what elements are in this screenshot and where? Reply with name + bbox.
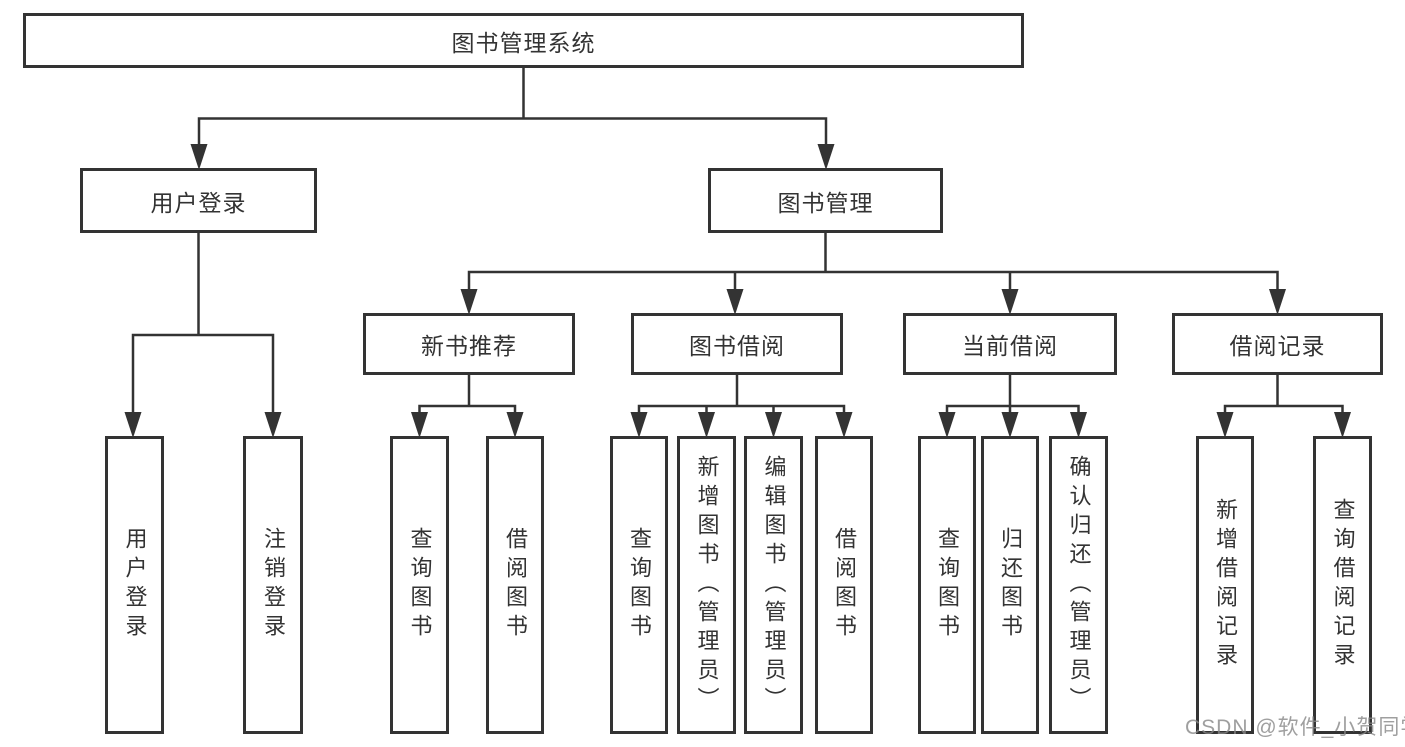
arrow-down-icon bbox=[124, 412, 142, 438]
node-label: 借阅图书 bbox=[832, 527, 857, 643]
node-add-books-admin: 新增图书（管理员） bbox=[677, 436, 736, 734]
arrow-down-icon bbox=[835, 412, 853, 438]
node-book-borrowing: 图书借阅 bbox=[631, 313, 843, 375]
node-label: 查询图书 bbox=[627, 527, 652, 643]
node-new-book-recommendation: 新书推荐 bbox=[363, 313, 575, 375]
node-query-books-borrowing: 查询图书 bbox=[610, 436, 668, 734]
node-label: 编辑图书（管理员） bbox=[761, 454, 787, 716]
arrow-down-icon bbox=[460, 289, 478, 315]
node-label: 借阅图书 bbox=[503, 527, 528, 643]
arrow-down-icon bbox=[1001, 412, 1019, 438]
arrow-down-icon bbox=[938, 412, 956, 438]
node-user-login: 用户登录 bbox=[80, 168, 317, 233]
node-label: 查询借阅记录 bbox=[1330, 498, 1356, 672]
node-label: 新书推荐 bbox=[421, 333, 517, 359]
node-return-books: 归还图书 bbox=[981, 436, 1039, 734]
node-borrowing-records: 借阅记录 bbox=[1172, 313, 1383, 375]
node-query-books-recommend: 查询图书 bbox=[390, 436, 449, 734]
arrow-down-icon bbox=[765, 412, 782, 438]
node-label: 归还图书 bbox=[998, 527, 1023, 643]
node-label: 借阅记录 bbox=[1229, 333, 1326, 359]
node-label: 用户登录 bbox=[150, 189, 247, 216]
arrow-down-icon bbox=[726, 289, 744, 315]
arrow-down-icon bbox=[630, 412, 648, 438]
node-confirm-return-admin: 确认归还（管理员） bbox=[1049, 436, 1108, 734]
arrowheads bbox=[124, 144, 1351, 438]
arrow-down-icon bbox=[190, 144, 208, 170]
node-library-management-system: 图书管理系统 bbox=[23, 13, 1024, 68]
arrow-down-icon bbox=[698, 412, 715, 438]
arrow-down-icon bbox=[1269, 289, 1286, 315]
arrow-down-icon bbox=[817, 144, 835, 170]
arrow-down-icon bbox=[1216, 412, 1234, 438]
node-label: 用户登录 bbox=[122, 527, 148, 643]
node-label: 图书管理系统 bbox=[451, 29, 596, 56]
node-label: 注销登录 bbox=[261, 527, 286, 643]
connector-lines bbox=[131, 68, 1344, 418]
node-book-management: 图书管理 bbox=[708, 168, 943, 233]
node-query-borrow-record: 查询借阅记录 bbox=[1313, 436, 1372, 734]
arrow-down-icon bbox=[264, 412, 282, 438]
arrow-down-icon bbox=[411, 412, 428, 438]
node-add-borrow-record: 新增借阅记录 bbox=[1196, 436, 1254, 734]
node-current-borrowing: 当前借阅 bbox=[903, 313, 1117, 375]
node-borrow-books-recommend: 借阅图书 bbox=[486, 436, 544, 734]
node-label: 查询图书 bbox=[935, 527, 960, 643]
node-edit-books-admin: 编辑图书（管理员） bbox=[744, 436, 803, 734]
node-label: 查询图书 bbox=[407, 527, 433, 643]
arrow-down-icon bbox=[506, 412, 524, 438]
arrow-down-icon bbox=[1070, 412, 1087, 438]
node-label: 当前借阅 bbox=[962, 333, 1058, 359]
arrow-down-icon bbox=[1334, 412, 1351, 438]
node-label: 新增图书（管理员） bbox=[694, 454, 720, 716]
node-user-login-action: 用户登录 bbox=[105, 436, 164, 734]
node-label: 新增借阅记录 bbox=[1213, 498, 1238, 672]
node-query-books-current: 查询图书 bbox=[918, 436, 976, 734]
node-logout-action: 注销登录 bbox=[243, 436, 303, 734]
arrow-down-icon bbox=[1001, 289, 1019, 315]
node-borrow-books-borrowing: 借阅图书 bbox=[815, 436, 873, 734]
node-label: 图书管理 bbox=[777, 189, 874, 216]
node-label: 确认归还（管理员） bbox=[1066, 454, 1092, 716]
node-label: 图书借阅 bbox=[689, 333, 785, 359]
